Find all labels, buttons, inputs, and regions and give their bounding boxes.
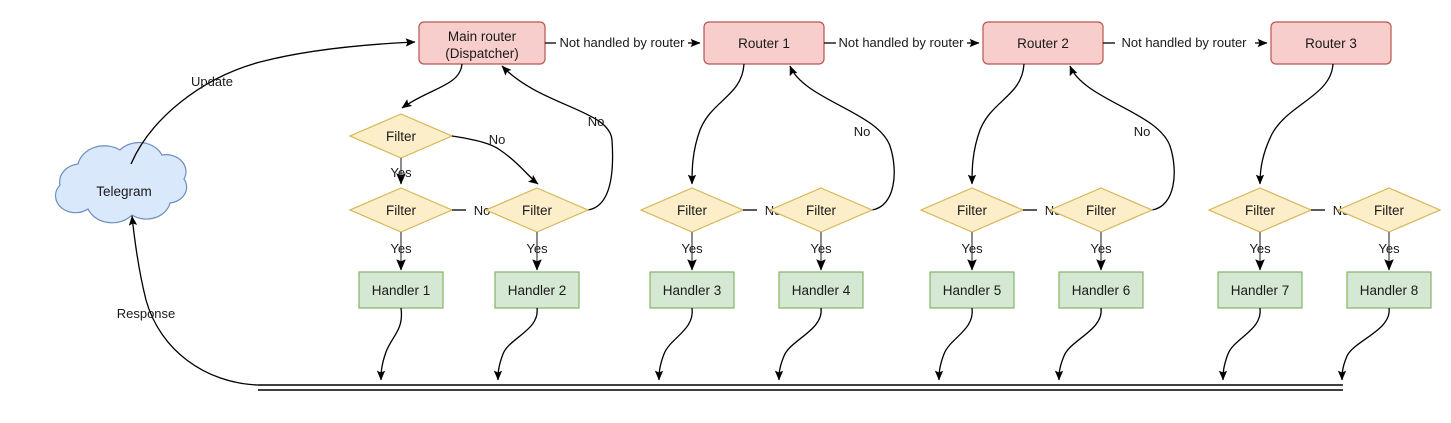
- filter-3-label: Filter: [677, 203, 708, 218]
- node-filter-3[interactable]: Filter: [639, 187, 745, 233]
- edge-handler-4-to-merge: [774, 307, 822, 381]
- edge-not-handled-1: Not handled by router: [545, 35, 701, 50]
- edge-label-response: Response: [117, 306, 176, 321]
- edge-label-not-handled-2: Not handled by router: [838, 35, 964, 50]
- edge-router1-to-filter-3: [687, 63, 745, 185]
- edge-label-yes-7: Yes: [1090, 241, 1112, 256]
- node-filter-top-1[interactable]: Filter: [348, 113, 454, 159]
- filter-top-1-label: Filter: [386, 129, 417, 144]
- filter-4-label: Filter: [806, 203, 837, 218]
- router-3-label: Router 3: [1305, 36, 1357, 51]
- telegram-label: Telegram: [96, 184, 152, 199]
- filter-1-label: Filter: [386, 203, 417, 218]
- edge-filter-1-yes: Yes: [390, 232, 412, 271]
- merge-bar: [258, 384, 1343, 391]
- node-filter-8[interactable]: Filter: [1336, 187, 1442, 233]
- router-1-label: Router 1: [738, 36, 790, 51]
- edge-not-handled-3: Not handled by router: [1103, 35, 1268, 50]
- edge-label-yes-8: Yes: [1249, 241, 1271, 256]
- edge-label-yes-3: Yes: [526, 241, 548, 256]
- node-filter-5[interactable]: Filter: [919, 187, 1025, 233]
- edge-handler-1-to-merge: [376, 307, 403, 381]
- edge-router3-to-filter-7: [1255, 63, 1334, 185]
- edge-filter-8-yes: Yes: [1378, 232, 1400, 271]
- edge-label-yes-6: Yes: [961, 241, 983, 256]
- handler-1-label: Handler 1: [372, 283, 431, 298]
- node-handler-1[interactable]: Handler 1: [358, 271, 444, 309]
- edge-label-yes-9: Yes: [1378, 241, 1400, 256]
- handler-3-label: Handler 3: [663, 283, 722, 298]
- edge-filter-4-yes: Yes: [810, 232, 832, 271]
- edge-update: Update: [130, 38, 416, 165]
- edge-filter-4-no-to-router1: No: [789, 65, 895, 211]
- edge-label-yes-5: Yes: [810, 241, 832, 256]
- node-router-3[interactable]: Router 3: [1270, 21, 1392, 65]
- main-router-label-1: Main router: [448, 29, 517, 44]
- node-handler-5[interactable]: Handler 5: [929, 271, 1015, 309]
- handler-4-label: Handler 4: [792, 283, 851, 298]
- edge-label-yes-4: Yes: [681, 241, 703, 256]
- node-filter-7[interactable]: Filter: [1207, 187, 1313, 233]
- node-handler-8[interactable]: Handler 8: [1346, 271, 1432, 309]
- handler-8-label: Handler 8: [1360, 283, 1419, 298]
- node-router-1[interactable]: Router 1: [703, 21, 825, 65]
- edge-filter-6-yes: Yes: [1090, 232, 1112, 271]
- node-router-2[interactable]: Router 2: [982, 21, 1104, 65]
- filter-8-label: Filter: [1374, 203, 1405, 218]
- telegram-cloud[interactable]: Telegram: [54, 141, 188, 224]
- node-main-router[interactable]: Main router (Dispatcher): [418, 21, 546, 65]
- edge-label-no-a: No: [489, 132, 506, 147]
- edge-main-to-filter-1: [401, 63, 463, 109]
- edge-label-update: Update: [191, 74, 233, 89]
- node-handler-2[interactable]: Handler 2: [494, 271, 580, 309]
- filter-7-label: Filter: [1245, 203, 1276, 218]
- node-handler-6[interactable]: Handler 6: [1058, 271, 1144, 309]
- edge-not-handled-2: Not handled by router: [824, 35, 980, 50]
- edge-router2-to-filter-5: [967, 63, 1025, 185]
- node-filter-1[interactable]: Filter: [348, 187, 454, 233]
- node-handler-4[interactable]: Handler 4: [778, 271, 864, 309]
- edge-label-no-d: No: [854, 124, 871, 139]
- node-filter-2[interactable]: Filter: [484, 187, 590, 233]
- edge-filter-6-no-to-router2: No: [1069, 65, 1175, 211]
- node-filter-6[interactable]: Filter: [1048, 187, 1154, 233]
- edge-handler-7-to-merge: [1218, 307, 1261, 381]
- edge-label-not-handled-3: Not handled by router: [1121, 35, 1247, 50]
- main-router-label-2: (Dispatcher): [445, 46, 519, 61]
- edge-label-not-handled-1: Not handled by router: [559, 35, 685, 50]
- node-handler-3[interactable]: Handler 3: [649, 271, 735, 309]
- filter-2-label: Filter: [522, 203, 553, 218]
- edge-filter-7-yes: Yes: [1249, 232, 1271, 271]
- edge-handler-3-to-merge: [654, 307, 693, 381]
- edge-handler-6-to-merge: [1054, 307, 1102, 381]
- edge-filter-2-yes: Yes: [526, 232, 548, 271]
- node-handler-7[interactable]: Handler 7: [1217, 271, 1303, 309]
- edge-handler-2-to-merge: [493, 307, 538, 381]
- node-filter-4[interactable]: Filter: [768, 187, 874, 233]
- edge-filter-top1-no: No: [451, 132, 539, 185]
- handler-6-label: Handler 6: [1072, 283, 1131, 298]
- handler-7-label: Handler 7: [1231, 283, 1290, 298]
- edge-filter-top1-yes: Yes: [390, 158, 412, 185]
- edge-filter-5-yes: Yes: [961, 232, 983, 271]
- filter-6-label: Filter: [1086, 203, 1117, 218]
- edge-handler-8-to-merge: [1337, 307, 1390, 381]
- edge-label-no-b: No: [588, 114, 605, 129]
- edge-filter-2-no-to-main: No: [501, 65, 614, 211]
- router-2-label: Router 2: [1017, 36, 1069, 51]
- edge-response: Response: [117, 215, 259, 386]
- filter-5-label: Filter: [957, 203, 988, 218]
- edge-handler-5-to-merge: [934, 307, 973, 381]
- edge-label-no-f: No: [1134, 124, 1151, 139]
- handler-2-label: Handler 2: [508, 283, 567, 298]
- edge-label-yes-1: Yes: [390, 165, 412, 180]
- handler-5-label: Handler 5: [943, 283, 1002, 298]
- edge-filter-3-yes: Yes: [681, 232, 703, 271]
- edge-label-yes-2: Yes: [390, 241, 412, 256]
- edge-label-no-c: No: [474, 203, 491, 218]
